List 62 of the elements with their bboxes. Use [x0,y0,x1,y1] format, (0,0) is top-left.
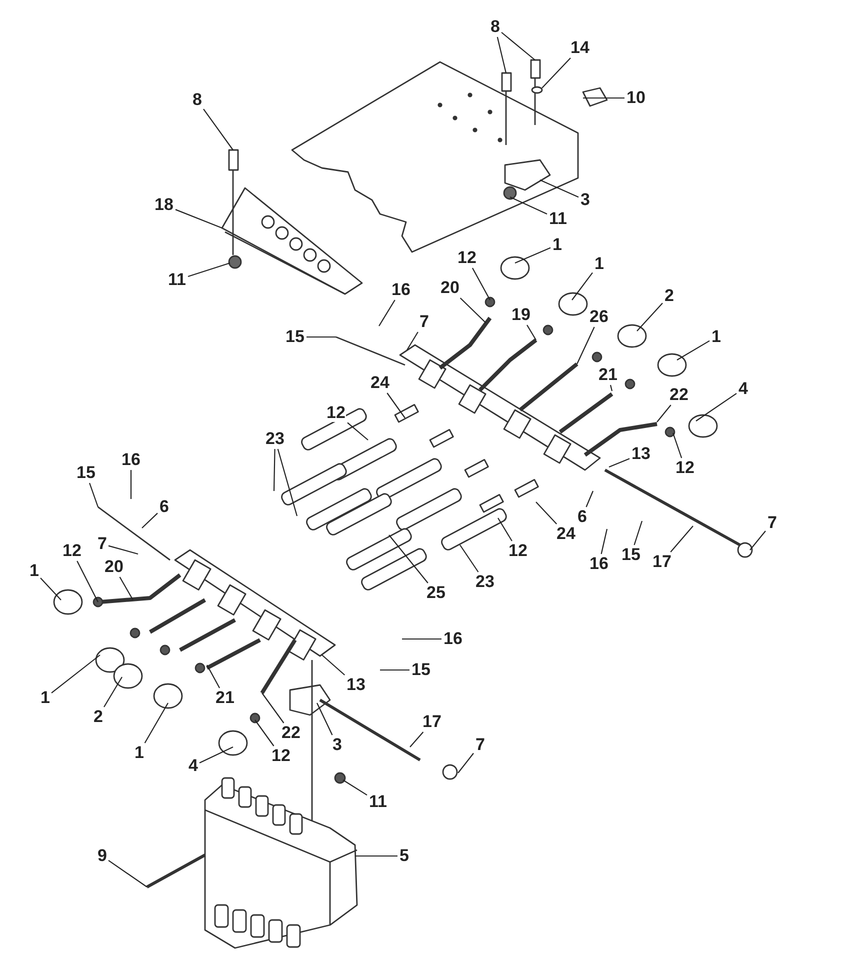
leader-line [206,664,220,688]
leader-line [498,518,512,542]
leader-line [254,720,274,746]
leader-line [378,300,396,326]
leader-line [696,392,737,422]
leader-line [119,576,134,600]
leader-line [355,855,398,857]
leader-line [542,58,571,88]
leader-line [672,432,682,458]
leader-line [142,512,158,528]
leader-line [130,470,132,499]
leader-line [656,404,672,422]
leader-line [750,530,766,550]
leader-line [608,458,630,468]
leader-line [277,448,298,516]
leader-line [262,692,284,724]
leader-line [526,324,536,340]
leader-line [510,196,548,214]
leader-line [316,702,333,736]
leader-line [386,392,406,418]
leader-line [458,752,474,774]
leader-line [144,702,168,744]
leader-line [76,560,98,602]
leader-line [203,108,234,150]
leader-line [576,326,595,364]
leader-line [496,36,507,74]
leader-line [460,544,479,572]
leader-line [51,654,100,694]
leader-line [460,298,486,324]
leader-line [572,272,593,300]
leader-line [634,520,643,546]
leader-line [410,732,424,748]
leader-line [610,384,613,392]
leader-line [514,247,551,264]
leader-line [402,638,442,640]
leader-line [388,534,428,584]
leader-line [108,860,148,888]
callout-number: 12 [326,404,346,422]
leader-line [472,268,490,300]
leader-line [406,332,418,350]
leader-line [322,654,346,676]
leader-line [199,746,234,764]
leader-line [347,422,368,440]
leader-line [670,526,694,552]
leader-line [540,180,579,198]
leader-line [175,209,222,229]
leader-line [501,32,536,60]
leader-line [586,490,594,508]
leader-line [40,578,62,600]
leader-line [536,502,558,524]
leader-line [104,676,122,708]
leader-line [600,528,608,554]
leader-line [380,669,410,671]
leader-line [306,336,336,338]
leader-line [89,482,99,508]
leader-line [273,448,276,492]
leader-line [188,262,230,277]
leader-line [676,340,710,360]
leader-line [636,302,663,332]
leader-line [108,545,138,555]
leader-line [342,780,368,796]
leader-line [583,97,624,99]
